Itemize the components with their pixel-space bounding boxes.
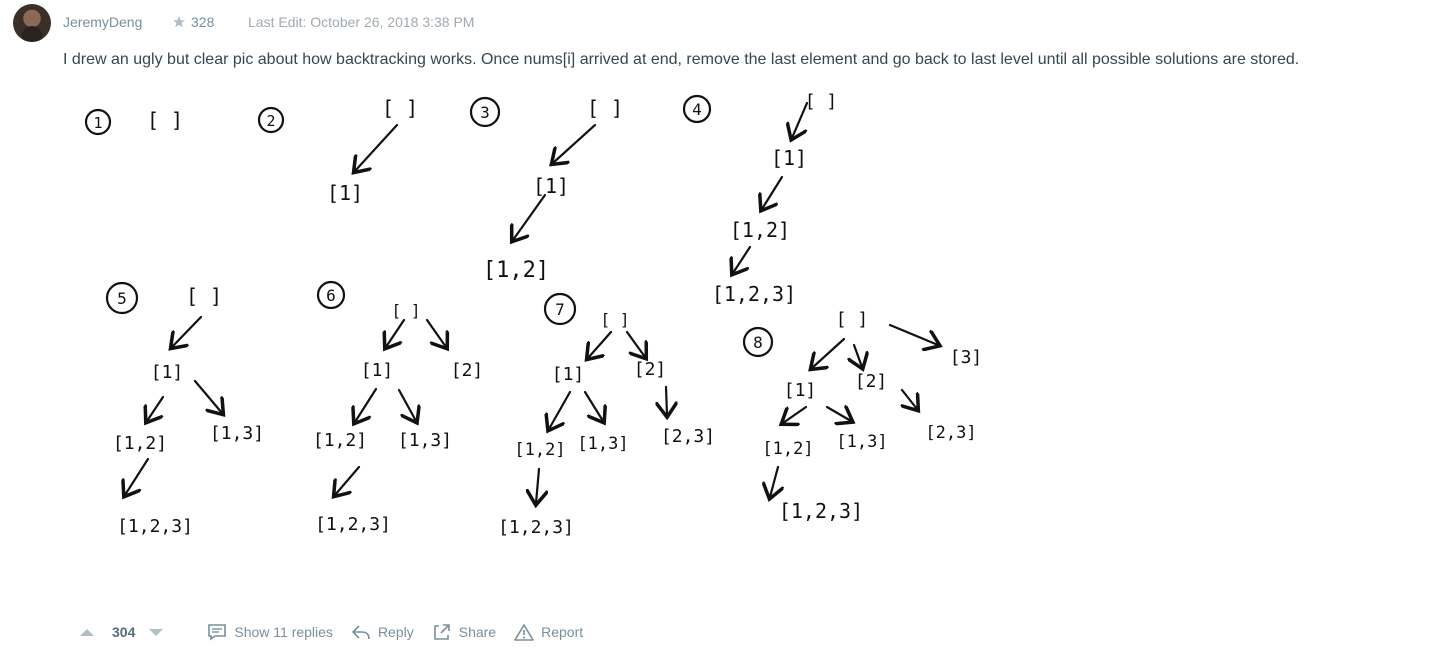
report-label: Report bbox=[541, 624, 584, 640]
node-1-2: [1,2] bbox=[730, 218, 790, 242]
node-1: [1] bbox=[552, 364, 585, 385]
node-1-2: [1,2] bbox=[113, 433, 167, 454]
report-button[interactable]: Report bbox=[514, 623, 583, 641]
step-4: 4 bbox=[692, 100, 702, 119]
post-content: I drew an ugly but clear pic about how b… bbox=[63, 51, 1300, 68]
last-edit: Last Edit: October 26, 2018 3:38 PM bbox=[248, 14, 475, 30]
node-2: [2] bbox=[634, 359, 667, 380]
author-name[interactable]: JeremyDeng bbox=[63, 14, 143, 30]
avatar[interactable] bbox=[13, 4, 51, 42]
show-replies-label: Show 11 replies bbox=[234, 624, 333, 640]
reputation-count: 328 bbox=[191, 14, 215, 30]
node-1-2-3: [1,2,3] bbox=[498, 517, 574, 538]
reputation: 328 bbox=[172, 14, 214, 30]
node-2-3: [2,3] bbox=[925, 423, 976, 443]
node-1-2: [1,2] bbox=[762, 439, 813, 459]
step-5: 5 bbox=[117, 289, 127, 308]
node-1: [1] bbox=[533, 174, 569, 198]
node-3: [3] bbox=[950, 347, 983, 368]
node-1-2-3: [1,2,3] bbox=[315, 514, 391, 535]
reply-button[interactable]: Reply bbox=[351, 623, 414, 641]
step-7: 7 bbox=[555, 300, 565, 319]
node-empty: [ ] bbox=[147, 108, 183, 132]
node-1-2-3: [1,2,3] bbox=[779, 499, 863, 523]
share-label: Share bbox=[458, 624, 497, 640]
show-replies-button[interactable]: Show 11 replies bbox=[207, 623, 333, 641]
star-icon bbox=[172, 15, 186, 29]
node-1-2-3: [1,2,3] bbox=[117, 516, 193, 537]
step-3: 3 bbox=[480, 103, 490, 122]
vote-count: 304 bbox=[112, 624, 136, 640]
node-empty: [ ] bbox=[382, 96, 418, 120]
share-button[interactable]: Share bbox=[432, 623, 496, 641]
node-1-3: [1,3] bbox=[398, 430, 452, 451]
step-6: 6 bbox=[326, 286, 336, 305]
reply-label: Reply bbox=[377, 624, 414, 640]
node-1-3: [1,3] bbox=[836, 432, 887, 452]
node-1: [1] bbox=[361, 360, 394, 381]
share-icon bbox=[432, 623, 452, 641]
warning-icon bbox=[514, 623, 534, 641]
node-1: [1] bbox=[784, 380, 817, 401]
node-2: [2] bbox=[855, 371, 888, 392]
vote-controls: 304 bbox=[80, 624, 164, 640]
node-1: [1] bbox=[327, 181, 363, 205]
downvote-icon[interactable] bbox=[149, 628, 164, 636]
node-1-3: [1,3] bbox=[577, 434, 628, 454]
node-empty: [ ] bbox=[186, 284, 222, 308]
node-1-2: [1,2] bbox=[514, 440, 565, 460]
comment-icon bbox=[207, 623, 227, 641]
node-empty: [ ] bbox=[836, 309, 869, 330]
post-footer: 304 Show 11 replies Reply Share Report bbox=[80, 620, 583, 644]
node-empty: [ ] bbox=[392, 301, 421, 320]
step-8: 8 bbox=[753, 333, 763, 352]
node-1: [1] bbox=[151, 362, 184, 383]
node-2: [2] bbox=[451, 360, 484, 381]
node-1-2-3: [1,2,3] bbox=[712, 282, 796, 306]
node-empty: [ ] bbox=[587, 96, 623, 120]
node-2-3: [2,3] bbox=[661, 426, 715, 447]
backtracking-drawing: 1 2 3 4 5 6 7 8 [ ] [ ] [1] [ ] [1] [1,2… bbox=[70, 85, 1010, 545]
node-empty: [ ] bbox=[805, 91, 838, 112]
node-1-2: [1,2] bbox=[483, 258, 549, 283]
node-1-2: [1,2] bbox=[313, 430, 367, 451]
node-empty: [ ] bbox=[601, 310, 630, 329]
reply-icon bbox=[351, 623, 371, 641]
node-1-3: [1,3] bbox=[210, 423, 264, 444]
step-1: 1 bbox=[93, 114, 102, 132]
node-1: [1] bbox=[771, 146, 807, 170]
step-2: 2 bbox=[266, 112, 275, 130]
upvote-icon[interactable] bbox=[80, 628, 94, 636]
